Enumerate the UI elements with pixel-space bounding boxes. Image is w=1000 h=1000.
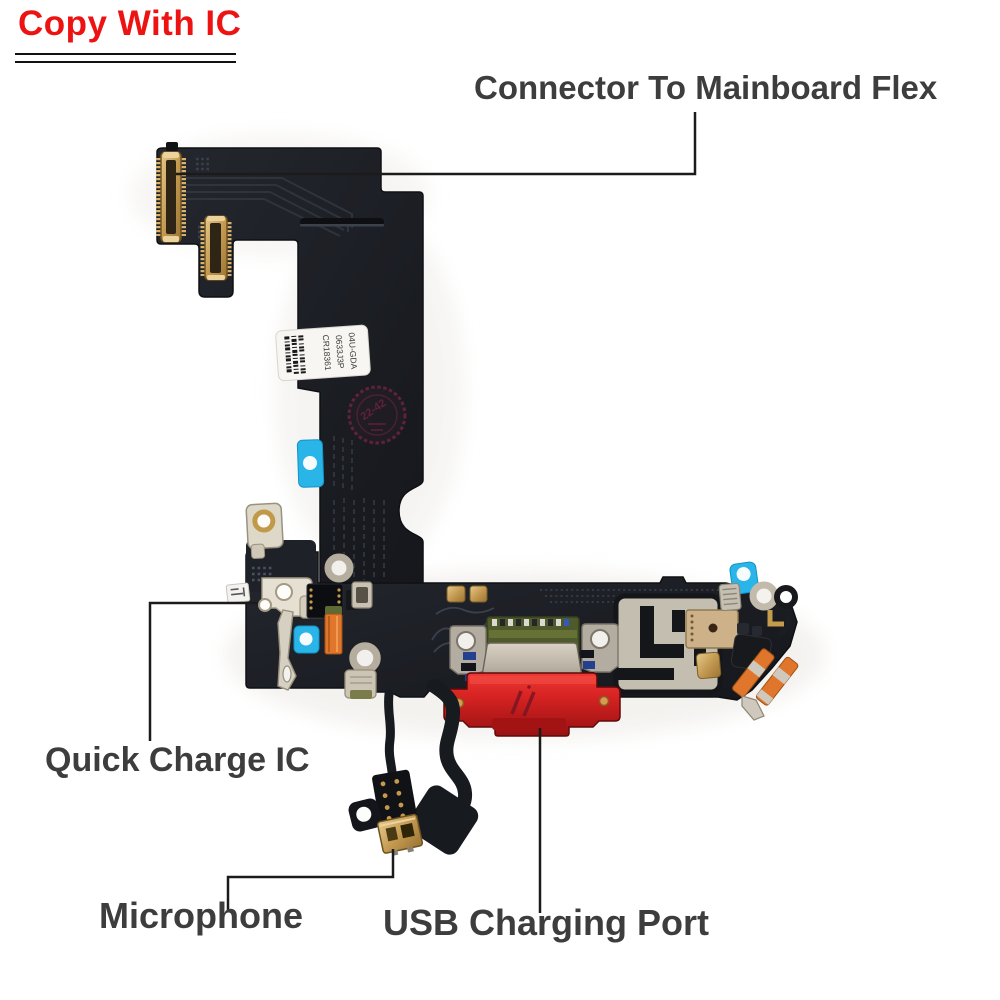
title-underline	[15, 53, 236, 63]
sticker-line-3: 04U-GDA	[347, 332, 360, 370]
black-hook	[776, 612, 791, 638]
callout-line-microphone	[226, 849, 395, 911]
label-microphone: Microphone	[99, 895, 303, 936]
pcb-components	[492, 619, 569, 626]
mainboard-connector-2	[200, 215, 232, 281]
cyan-tab-1	[296, 439, 325, 488]
port-marking	[510, 685, 536, 717]
mic-branch-strip	[384, 689, 397, 777]
tan-component	[685, 609, 739, 649]
flex-slot	[300, 218, 384, 227]
textured-bracket	[718, 582, 742, 612]
barcode-sticker: CR18361 0633J3P 04U-GDA	[275, 324, 371, 382]
gold-pad-right	[695, 651, 722, 680]
trunk-stripes	[333, 436, 385, 580]
cyan-tab-2	[293, 625, 320, 654]
metal-tail-left	[277, 609, 297, 691]
page-title: Copy With IC	[18, 4, 242, 43]
mic-flex-paddle	[407, 785, 479, 855]
microphone-component	[376, 813, 424, 856]
lower-bracket	[344, 669, 377, 699]
microphone-flex	[348, 679, 479, 856]
small-metal-connector	[351, 581, 373, 609]
gold-hole-bracket	[245, 502, 284, 560]
vibrator-contacts	[732, 648, 799, 721]
callout-line-connector	[176, 112, 697, 176]
sticker-line-2: 0633J3P	[334, 335, 346, 370]
screw-ring-2	[349, 642, 381, 674]
callout-line-quick-charge	[148, 601, 258, 741]
usb-port-assembly	[443, 616, 621, 737]
mini-sticker	[225, 582, 251, 604]
left-bracket-cluster	[225, 502, 381, 699]
screw-plate-right	[581, 623, 619, 673]
qc-stamp: 22-42	[347, 385, 407, 445]
mainboard-connector-1	[156, 142, 186, 243]
mic-hole-tab	[348, 798, 382, 832]
label-connector-to-mainboard-flex: Connector To Mainboard Flex	[474, 69, 938, 106]
charging-board	[225, 502, 799, 856]
label-quick-charge-ic: Quick Charge IC	[45, 741, 310, 779]
sticker-line-1: CR18361	[321, 334, 333, 371]
gold-hook	[767, 610, 784, 627]
label-usb-charging-port: USB Charging Port	[383, 902, 710, 943]
orange-flex-strip	[324, 606, 343, 655]
black-ring	[774, 585, 798, 609]
flex-cable: CR18361 0633J3P 04U-GDA 22-42	[156, 142, 424, 589]
right-cluster	[613, 561, 799, 721]
screw-ring-3	[749, 581, 779, 611]
usb-port-red-housing	[443, 672, 621, 737]
port-screw-right	[598, 695, 610, 707]
gold-pads	[446, 585, 488, 603]
screw-ring-1	[324, 553, 354, 583]
